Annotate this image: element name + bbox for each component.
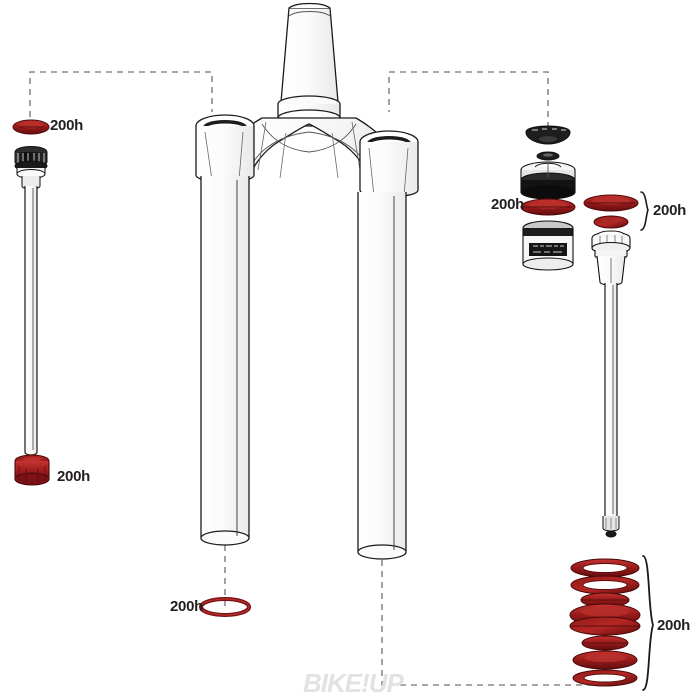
air-spring-shaft	[24, 186, 38, 456]
damper-cartridge-body	[522, 220, 574, 271]
air-piston-head	[14, 146, 48, 190]
watermark-bikeup: BIKE!UP	[303, 668, 404, 698]
damper-top-cap	[520, 161, 576, 200]
stanchion-right	[357, 192, 407, 560]
damper-shaft	[604, 283, 618, 520]
label-200h-left-top: 200h	[50, 117, 83, 134]
damper-shaft-end-fitting	[602, 516, 620, 538]
stanchion-left	[200, 176, 250, 546]
seal-stack	[569, 558, 641, 687]
seal-head-lower	[569, 616, 641, 636]
damper-top-cap-o-ring	[520, 198, 576, 216]
air-spring-o-ring	[12, 119, 50, 135]
crown-bore-left	[195, 114, 255, 183]
retaining-o-ring	[572, 669, 638, 687]
glide-ring	[581, 635, 629, 651]
label-200h-left-bottom: 200h	[57, 468, 90, 485]
bracket-right-damper-seals	[640, 191, 649, 231]
damper-piston-head	[591, 230, 631, 286]
lower-leg-o-ring	[199, 597, 251, 617]
dust-wiper-seal-2	[570, 575, 640, 595]
damper-knob-washer	[536, 151, 560, 161]
label-200h-right-bracket: 200h	[653, 202, 686, 219]
leader-line-right-to-crown	[388, 71, 549, 128]
dust-wiper-seal-1	[570, 558, 640, 578]
leader-line-left-to-crown	[29, 71, 213, 128]
oil-seal	[572, 650, 638, 670]
leader-line-right-stack	[381, 560, 606, 686]
damper-compression-knob	[525, 125, 571, 145]
label-200h-right-stack: 200h	[657, 617, 690, 634]
label-200h-center-bottom: 200h	[170, 598, 203, 615]
damper-seal-small	[593, 215, 629, 229]
air-spring-bottom-nut	[14, 454, 50, 486]
crown-bore-right	[359, 130, 419, 198]
label-200h-right-mid: 200h	[491, 196, 524, 213]
damper-seal-large	[583, 194, 639, 212]
foam-ring	[580, 592, 630, 608]
bracket-seal-stack	[642, 555, 654, 691]
